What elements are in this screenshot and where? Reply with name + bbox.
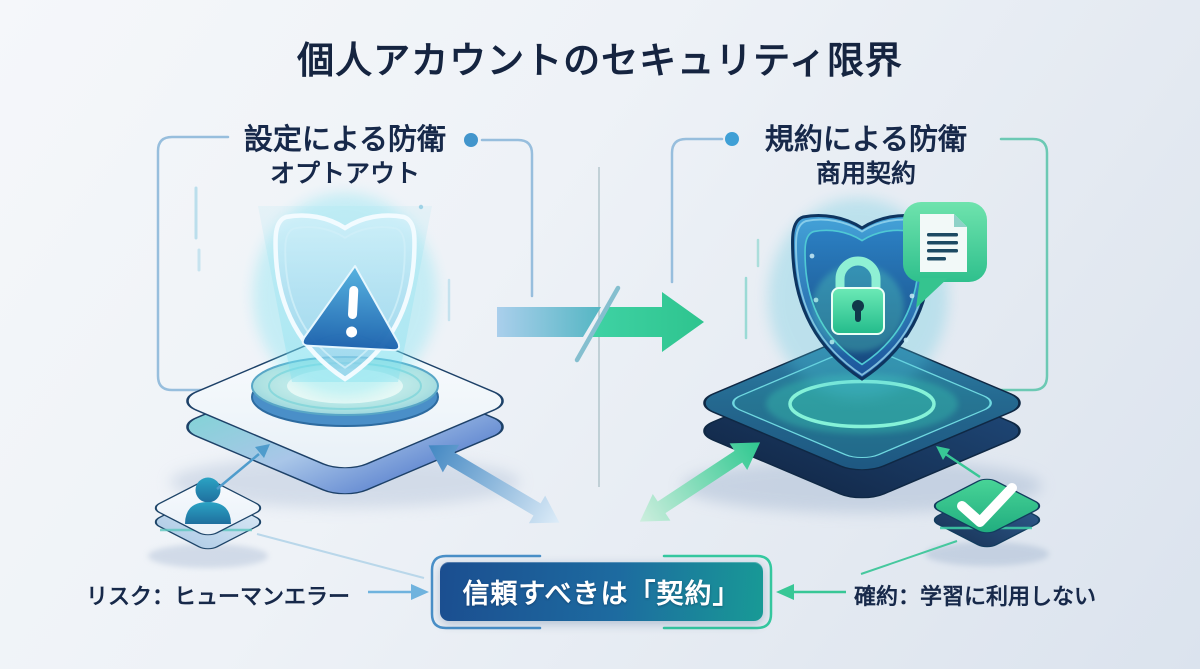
conclusion-bracket-right (662, 554, 773, 630)
conclusion-text: 信頼すべきは「契約」 (462, 579, 741, 610)
right-bracket-dot (725, 132, 739, 146)
person-icon (185, 477, 231, 524)
diagram-title: 個人アカウントのセキュリティ限界 (297, 39, 903, 82)
commit-to-box-arrow (776, 584, 846, 600)
left-double-arrow (428, 444, 560, 524)
slash-break-icon (574, 285, 621, 363)
document-speech-bubble-icon (903, 202, 987, 308)
conclusion-bracket-left (430, 554, 542, 630)
left-panel-subheading: オプトアウト (269, 159, 420, 188)
check-to-platform-arrow (936, 446, 981, 479)
person-to-platform-arrow (216, 444, 270, 490)
check-tile-shadow (925, 542, 1049, 566)
person-tile-icon (154, 477, 262, 550)
right-panel-heading: 規約による防衛 (764, 122, 968, 156)
risk-label: リスク：ヒューマンエラー (86, 585, 351, 610)
commitment-label: 確約：学習に利用しない (854, 585, 1097, 610)
right-panel-bracket (670, 137, 1049, 392)
person-to-box-line (256, 533, 425, 579)
warning-triangle-icon (301, 265, 401, 352)
right-panel-subheading: 商用契約 (815, 159, 916, 188)
risk-to-box-arrow (368, 584, 429, 600)
right-double-arrow (639, 442, 761, 522)
check-tile-icon (933, 478, 1041, 548)
person-tile-shadow (148, 544, 268, 568)
right-platform (703, 335, 1021, 499)
left-bracket-dot (464, 133, 478, 147)
checkmark-icon (957, 483, 1017, 527)
left-panel-bracket (156, 135, 534, 392)
padlock-icon (812, 256, 904, 352)
conclusion-box: 信頼すべきは「契約」 (440, 562, 763, 621)
text-to-check-line (860, 540, 958, 575)
left-panel-heading: 設定による防衛 (243, 122, 447, 156)
warning-shield-hologram-icon (253, 193, 437, 397)
transition-arrow (497, 292, 704, 352)
